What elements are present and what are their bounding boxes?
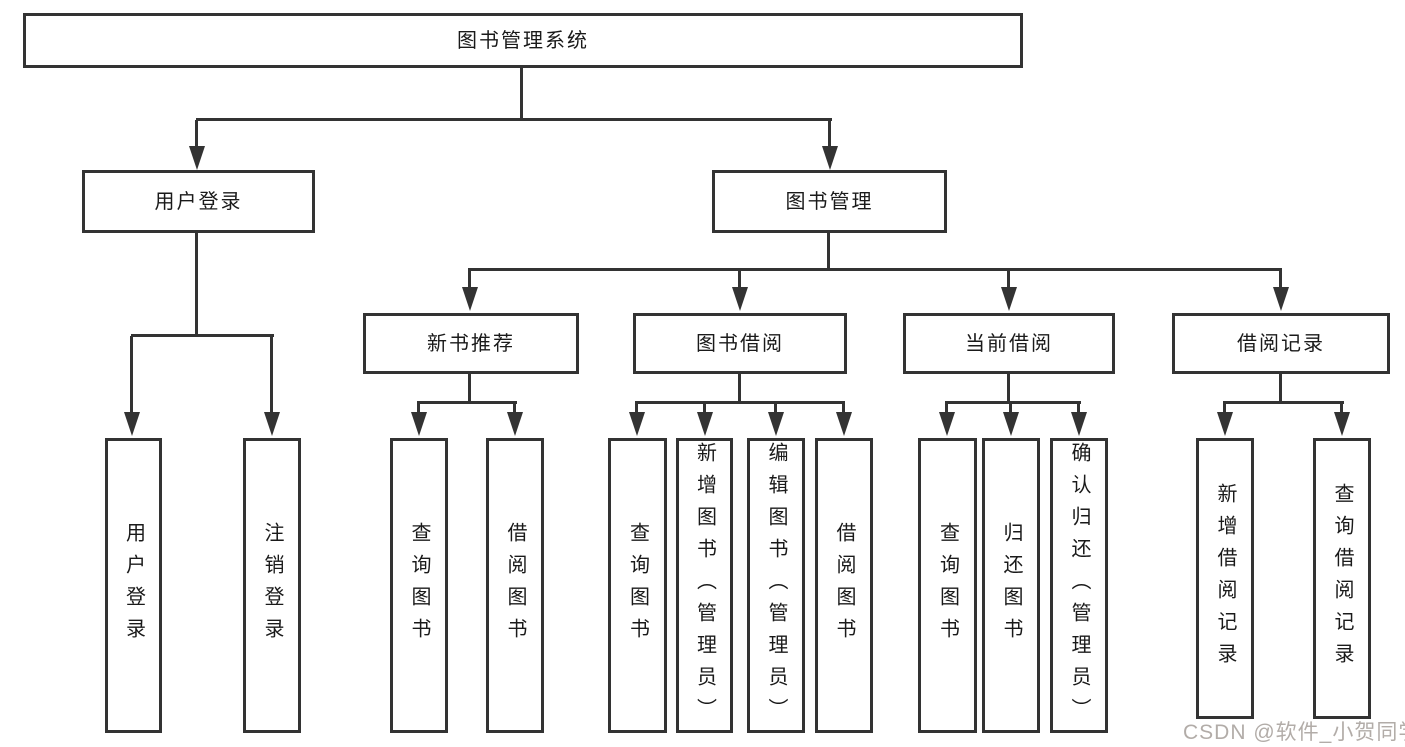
arrow-down-icon bbox=[697, 412, 713, 436]
edge-current-borrow-trunk bbox=[1007, 374, 1010, 403]
leaf-return-books: 归还图书 bbox=[982, 438, 1040, 733]
node-new-book-rec-label: 新书推荐 bbox=[427, 332, 515, 355]
arrow-down-icon bbox=[768, 412, 784, 436]
arrow-down-icon bbox=[124, 412, 140, 436]
arrow-down-icon bbox=[629, 412, 645, 436]
edge-leaf-drop bbox=[1009, 403, 1012, 414]
leaf-add-books-admin-label: 新增图书（管理员） bbox=[693, 441, 716, 730]
edge-to-login-leaf bbox=[130, 336, 133, 414]
arrow-down-icon bbox=[264, 412, 280, 436]
arrow-down-icon bbox=[1001, 287, 1017, 311]
node-new-book-rec: 新书推荐 bbox=[363, 313, 579, 374]
node-root: 图书管理系统 bbox=[23, 13, 1023, 68]
leaf-user-login: 用户登录 bbox=[105, 438, 162, 733]
leaf-logout: 注销登录 bbox=[243, 438, 301, 733]
edge-new-book-rec-trunk bbox=[468, 374, 471, 403]
arrow-down-icon bbox=[836, 412, 852, 436]
leaf-add-books-admin: 新增图书（管理员） bbox=[676, 438, 733, 733]
leaf-query-borrow-record-label: 查询借阅记录 bbox=[1331, 482, 1353, 675]
node-user-login: 用户登录 bbox=[82, 170, 315, 233]
arrow-down-icon bbox=[1071, 412, 1087, 436]
arrow-down-icon bbox=[732, 287, 748, 311]
edge-leaf-drop bbox=[1223, 403, 1226, 414]
arrow-down-icon bbox=[507, 412, 523, 436]
edge-book-mgmt-trunk bbox=[827, 233, 830, 271]
node-book-mgmt-label: 图书管理 bbox=[785, 190, 874, 213]
edge-to-borrow-records bbox=[1279, 270, 1282, 289]
leaf-query-books-rec: 查询图书 bbox=[390, 438, 448, 733]
leaf-add-borrow-record: 新增借阅记录 bbox=[1196, 438, 1254, 719]
arrow-down-icon bbox=[822, 146, 838, 170]
node-root-label: 图书管理系统 bbox=[457, 29, 589, 52]
edge-to-book-borrow bbox=[738, 270, 741, 289]
edge-to-logout-leaf bbox=[270, 336, 273, 414]
edge-leaf-drop bbox=[842, 403, 845, 414]
edge-book-borrow-trunk bbox=[738, 374, 741, 403]
leaf-logout-label: 注销登录 bbox=[261, 521, 283, 650]
edge-borrow-records-spread bbox=[1223, 401, 1344, 404]
node-user-login-label: 用户登录 bbox=[154, 190, 243, 213]
edge-to-book-mgmt bbox=[828, 120, 831, 148]
arrow-down-icon bbox=[462, 287, 478, 311]
leaf-query-books-current-label: 查询图书 bbox=[936, 521, 959, 650]
edge-book-mgmt-spread bbox=[468, 268, 1282, 271]
edge-to-current-borrow bbox=[1007, 270, 1010, 289]
edge-current-borrow-spread bbox=[945, 401, 1081, 404]
arrow-down-icon bbox=[1003, 412, 1019, 436]
edge-user-login-spread bbox=[131, 334, 274, 337]
leaf-borrow-books-rec-label: 借阅图书 bbox=[504, 521, 526, 650]
leaf-edit-books-admin-label: 编辑图书（管理员） bbox=[765, 441, 787, 730]
leaf-query-borrow-record: 查询借阅记录 bbox=[1313, 438, 1371, 719]
arrow-down-icon bbox=[1217, 412, 1233, 436]
node-book-mgmt: 图书管理 bbox=[712, 170, 947, 233]
edge-leaf-drop bbox=[1077, 403, 1080, 414]
edge-user-login-trunk bbox=[195, 233, 198, 336]
leaf-query-books-current: 查询图书 bbox=[918, 438, 977, 733]
edge-new-book-rec-spread bbox=[417, 401, 517, 404]
edge-borrow-records-trunk bbox=[1279, 374, 1282, 403]
edge-root-spread bbox=[196, 118, 832, 121]
leaf-query-books-rec-label: 查询图书 bbox=[408, 521, 430, 650]
edge-book-borrow-spread bbox=[635, 401, 845, 404]
edge-leaf-drop bbox=[513, 403, 516, 414]
node-borrow-records-label: 借阅记录 bbox=[1237, 332, 1325, 355]
arrow-down-icon bbox=[1334, 412, 1350, 436]
edge-leaf-drop bbox=[417, 403, 420, 414]
leaf-query-books-borrow-label: 查询图书 bbox=[626, 521, 649, 650]
edge-leaf-drop bbox=[1340, 403, 1343, 414]
node-borrow-records: 借阅记录 bbox=[1172, 313, 1390, 374]
leaf-return-books-label: 归还图书 bbox=[1000, 521, 1022, 650]
arrow-down-icon bbox=[1273, 287, 1289, 311]
edge-leaf-drop bbox=[703, 403, 706, 414]
leaf-borrow-books-label: 借阅图书 bbox=[833, 521, 855, 650]
edge-to-user-login bbox=[195, 120, 198, 148]
leaf-user-login-label: 用户登录 bbox=[122, 521, 145, 650]
arrow-down-icon bbox=[939, 412, 955, 436]
leaf-query-books-borrow: 查询图书 bbox=[608, 438, 667, 733]
node-current-borrow-label: 当前借阅 bbox=[965, 332, 1053, 355]
leaf-confirm-return-admin-label: 确认归还（管理员） bbox=[1068, 441, 1090, 730]
leaf-borrow-books: 借阅图书 bbox=[815, 438, 873, 733]
node-book-borrow-label: 图书借阅 bbox=[696, 332, 784, 355]
edge-leaf-drop bbox=[774, 403, 777, 414]
edge-leaf-drop bbox=[945, 403, 948, 414]
node-current-borrow: 当前借阅 bbox=[903, 313, 1115, 374]
edge-root-trunk bbox=[520, 68, 523, 120]
leaf-borrow-books-rec: 借阅图书 bbox=[486, 438, 544, 733]
arrow-down-icon bbox=[411, 412, 427, 436]
leaf-add-borrow-record-label: 新增借阅记录 bbox=[1214, 482, 1236, 675]
arrow-down-icon bbox=[189, 146, 205, 170]
edge-leaf-drop bbox=[635, 403, 638, 414]
edge-to-new-book-rec bbox=[468, 270, 471, 289]
csdn-watermark: CSDN @软件_小贺同学 bbox=[1183, 721, 1405, 744]
leaf-confirm-return-admin: 确认归还（管理员） bbox=[1050, 438, 1108, 733]
leaf-edit-books-admin: 编辑图书（管理员） bbox=[747, 438, 805, 733]
node-book-borrow: 图书借阅 bbox=[633, 313, 847, 374]
